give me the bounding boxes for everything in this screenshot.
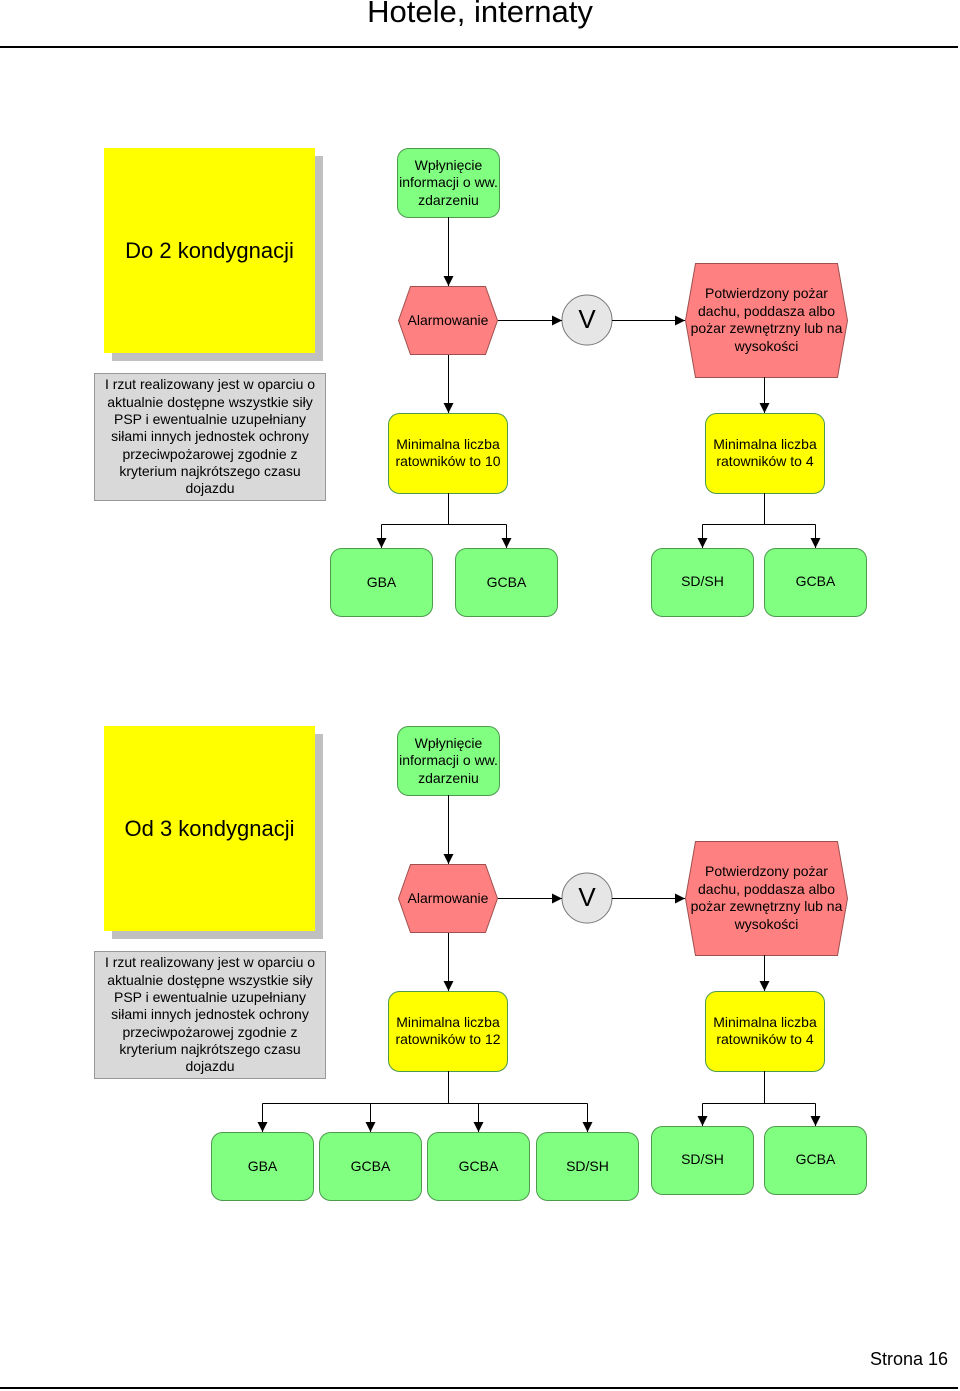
or-operator-label: V (578, 882, 596, 913)
note-box (94, 951, 326, 1079)
condition-label: Potwierdzony pożar dachu, poddasza albo … (690, 863, 843, 932)
unit-label-left: GCBA (350, 1157, 391, 1174)
section-heading: Do 2 kondygnacji (125, 237, 294, 263)
unit-box (764, 548, 867, 617)
unit-box (651, 548, 754, 617)
heading-box (104, 726, 315, 931)
unit-box (764, 1126, 867, 1195)
header-rule (0, 46, 958, 48)
note-text: I rzut realizowany jest w oparciu o aktu… (104, 376, 316, 497)
alarm-label: Alarmowanie (407, 311, 489, 328)
condition-label: Potwierdzony pożar dachu, poddasza albo … (690, 285, 843, 354)
page-title: Hotele, internaty (367, 0, 593, 29)
unit-label-right: SD/SH (681, 573, 724, 590)
unit-label-left: GBA (366, 573, 397, 590)
alarm-function-hexagon (397, 286, 499, 355)
section-1-shapes (94, 148, 867, 617)
page-number: Strona 16 (869, 1349, 948, 1369)
unit-box (536, 1132, 639, 1201)
unit-label-left: SD/SH (566, 1157, 609, 1174)
unit-label-left: GCBA (458, 1157, 499, 1174)
unit-box (319, 1132, 422, 1201)
start-event-label: Wpłynięcie informacji o ww. zdarzeniu (399, 156, 498, 208)
unit-box (651, 1126, 754, 1195)
unit-box (427, 1132, 530, 1201)
unit-label-right: SD/SH (681, 1151, 724, 1168)
min-right-label: Minimalna liczba ratowników to 4 (713, 435, 817, 470)
unit-box (455, 548, 558, 617)
unit-label-right: GCBA (795, 1151, 836, 1168)
unit-box (211, 1132, 314, 1201)
min-left-label: Minimalna liczba ratowników to 10 (395, 435, 501, 470)
alarm-function-hexagon (397, 864, 499, 933)
footer-rule (0, 1387, 958, 1389)
condition-event-hexagon (684, 263, 849, 378)
unit-label-left: GCBA (486, 573, 527, 590)
unit-label-right: GCBA (795, 573, 836, 590)
min-left-label: Minimalna liczba ratowników to 12 (395, 1013, 501, 1048)
unit-label-left: GBA (247, 1157, 278, 1174)
alarm-label: Alarmowanie (407, 889, 489, 906)
min-right-label: Minimalna liczba ratowników to 4 (713, 1013, 817, 1048)
section-heading: Od 3 kondygnacji (124, 815, 295, 841)
heading-box (104, 148, 315, 353)
note-text: I rzut realizowany jest w oparciu o aktu… (104, 954, 316, 1075)
or-operator-label: V (578, 304, 596, 335)
section-2-shapes (94, 726, 867, 1201)
start-event-label: Wpłynięcie informacji o ww. zdarzeniu (399, 734, 498, 786)
note-box (94, 373, 326, 501)
condition-event-hexagon (684, 841, 849, 956)
unit-box (330, 548, 433, 617)
